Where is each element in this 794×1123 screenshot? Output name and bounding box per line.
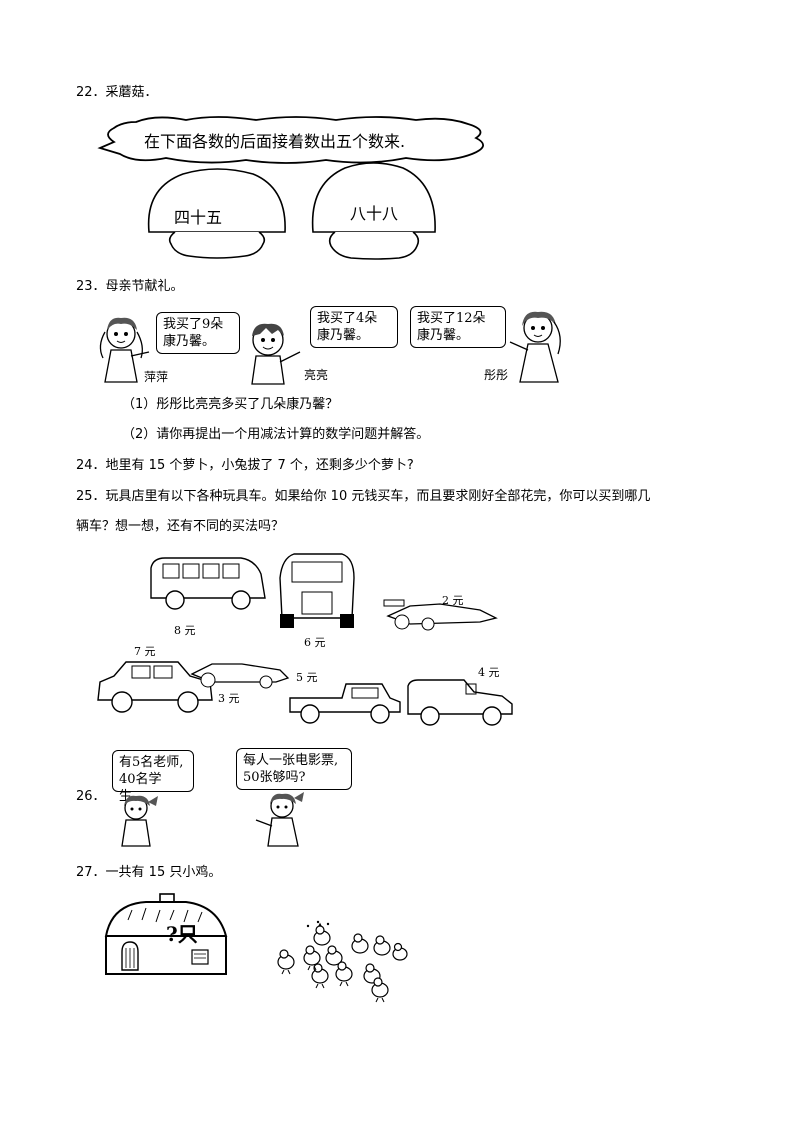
q23-label: 23．母亲节献礼。 [76,279,184,294]
mushroom-right-number: 八十八 [350,204,399,223]
q26-label: 26． [76,789,106,804]
q23-sub2: （2）请你再提出一个用减法计算的数学问题并解答。 [122,427,430,442]
girl-tongtong-illustration [509,311,561,383]
cloud-instruction: 在下面各数的后面接着数出五个数来. [144,132,406,151]
toy-van-illustration [150,557,266,610]
price-truck-front: 6 元 [304,636,326,649]
q25-line2: 辆车？想一想，还有不同的买法吗？ [76,519,285,534]
bubble-liangliang-line1: 我买了4朵 [317,311,378,326]
price-van: 8 元 [174,624,196,637]
q22-label: 22．采蘑菇． [76,85,158,100]
bubble-tongtong-line1: 我买了12朵 [417,311,486,326]
bubble-liangliang: 我买了4朵 康乃馨。 [310,306,398,348]
price-sedan: 7 元 [134,645,156,658]
mushroom-left-number: 四十五 [174,208,223,227]
bubble-pingping-line1: 我买了9朵 [163,317,224,332]
bubble-teacher-count-line1: 有5名老师, [119,755,184,770]
name-pingping: 萍萍 [144,370,169,384]
price-camper: 4 元 [478,666,500,679]
bubble-ticket-question-line1: 每人一张电影票, [243,753,339,768]
bubble-ticket-question-line2: 50张够吗? [243,770,306,785]
mushroom-right [311,162,436,260]
q27-label: 27．一共有 15 只小鸡。 [76,865,222,880]
bubble-pingping: 我买了9朵 康乃馨。 [156,312,240,354]
toy-small-racecar-illustration [190,663,290,689]
thought-cloud [97,116,484,164]
price-pickup: 5 元 [296,671,318,684]
girl-right-q26-illustration [255,792,304,847]
house-question-text: ?只 [166,922,198,946]
girl-pingping-illustration [99,317,150,383]
girl-left-q26-illustration [121,795,158,847]
toy-racecar-illustration [383,599,498,631]
boy-liangliang-illustration [251,323,301,385]
house-illustration [104,893,228,975]
q25-line1: 25．玩具店里有以下各种玩具车。如果给你 10 元钱买车，而且要求刚好全部花完，… [76,489,651,504]
toy-truck-front-illustration [279,553,355,628]
bubble-tongtong-line2: 康乃馨。 [417,328,470,343]
name-liangliang: 亮亮 [304,368,329,382]
mushroom-left [147,168,286,259]
q24-text: 24．地里有 15 个萝卜，小兔拔了 7 个，还剩多少个萝卜? [76,458,414,473]
q23-sub1: （1）彤彤比亮亮多买了几朵康乃馨？ [122,397,339,412]
bubble-ticket-question: 每人一张电影票, 50张够吗? [236,748,352,790]
price-racecar: 2 元 [442,594,464,607]
toy-camper-illustration [407,679,513,726]
bubble-teacher-count: 有5名老师, 40名学生。 [112,750,194,804]
price-small-racecar: 3 元 [218,692,240,705]
bubble-liangliang-line2: 康乃馨。 [317,328,370,343]
toy-pickup-illustration [289,683,401,724]
chicks-illustration [277,920,408,1003]
bubble-pingping-line2: 康乃馨。 [163,334,216,349]
toy-sedan-illustration [97,661,213,713]
name-tongtong: 彤彤 [484,368,509,382]
bubble-tongtong: 我买了12朵 康乃馨。 [410,306,506,348]
